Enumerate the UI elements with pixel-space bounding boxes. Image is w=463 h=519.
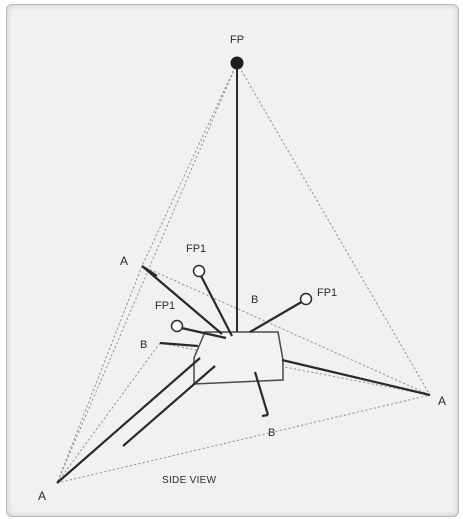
stem-fp1-right	[249, 299, 306, 333]
label-fp1-right: FP1	[317, 287, 337, 299]
edge-a-left-to-a-right	[141, 265, 431, 396]
strut-lower-left	[122, 365, 216, 447]
strut-b-bottom	[253, 371, 270, 416]
edge-apex-to-a-bottom	[56, 62, 238, 484]
strut-a-left-stub	[141, 265, 158, 277]
scanned-page	[6, 4, 459, 517]
label-fp1-top: FP1	[186, 243, 206, 255]
label-fp1-left: FP1	[155, 300, 175, 312]
fp1-top-point	[192, 264, 206, 278]
strut-to-a-left	[141, 265, 223, 335]
strut-b-bottom-tick	[261, 413, 269, 418]
stem-fp1-left	[176, 325, 227, 340]
central-box	[193, 331, 284, 385]
label-a-right: A	[438, 394, 446, 408]
strut-to-a-bottom	[56, 357, 201, 484]
label-a-left: A	[120, 254, 128, 268]
struts	[56, 265, 431, 484]
fp1-stems	[176, 271, 306, 340]
strut-b-left	[159, 341, 199, 348]
fp1-points	[170, 264, 313, 333]
edge-a-bottom-to-a-right	[56, 394, 431, 484]
strut-to-a-right	[281, 358, 431, 397]
stem-fp1-top	[198, 271, 233, 337]
label-b-bottom: B	[268, 427, 275, 439]
outer-pyramid-edges	[56, 62, 431, 484]
label-fp: FP	[230, 34, 244, 46]
edge-apex-to-a-left	[141, 62, 238, 267]
fp1-right-point	[299, 292, 313, 306]
edge-a-left-to-a-bottom	[56, 265, 143, 484]
label-a-bottom: A	[38, 489, 46, 503]
label-b-top: B	[251, 294, 258, 306]
caption-side-view: SIDE VIEW	[162, 475, 217, 486]
fp-apex-point	[230, 56, 244, 70]
fp1-left-point	[170, 319, 184, 333]
label-b-left: B	[140, 339, 147, 351]
